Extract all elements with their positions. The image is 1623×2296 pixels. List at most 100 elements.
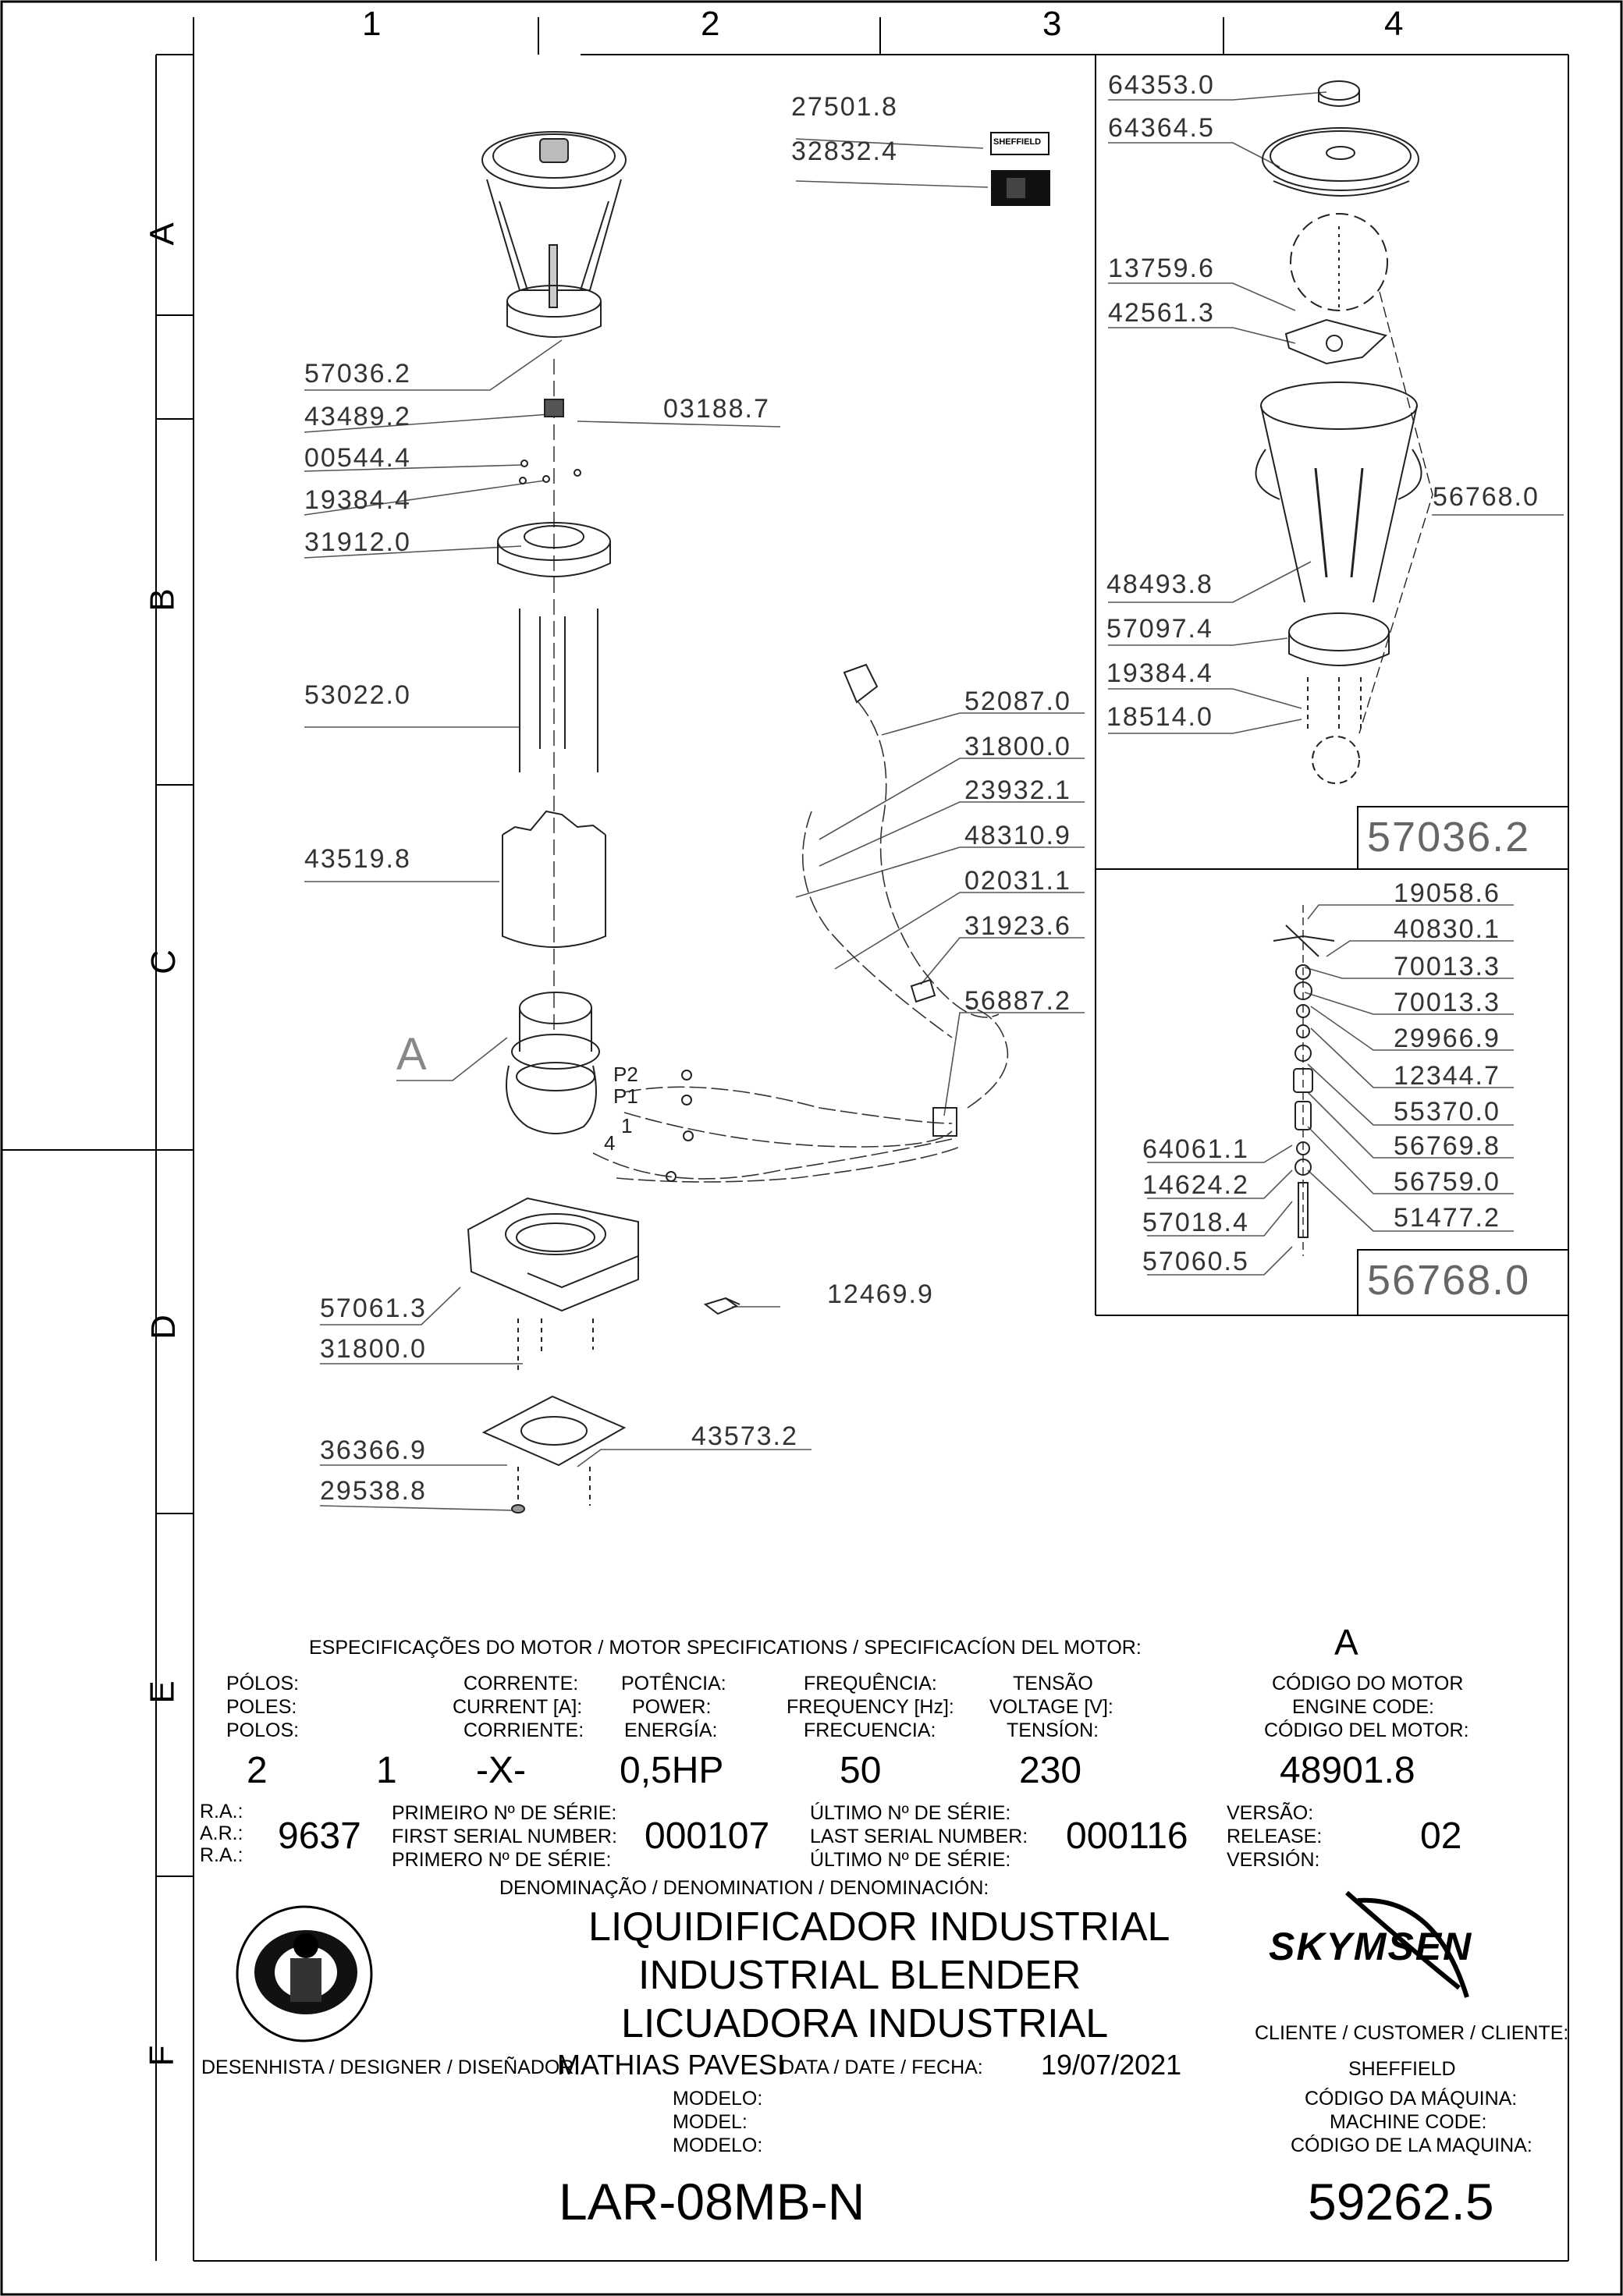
last-serial-value: 000116 bbox=[1066, 1815, 1188, 1857]
part-48493: 48493.8 bbox=[1106, 570, 1213, 599]
part-03188: 03188.7 bbox=[663, 394, 770, 424]
current-extra-value: -X- bbox=[476, 1750, 526, 1791]
version-label-en: RELEASE: bbox=[1227, 1826, 1323, 1847]
power-label-pt: POTÊNCIA: bbox=[621, 1673, 726, 1694]
ra-label-1: R.A.: bbox=[200, 1801, 243, 1822]
part-57061: 57061.3 bbox=[320, 1293, 427, 1323]
part-57036: 57036.2 bbox=[304, 359, 411, 389]
ra-label-3: R.A.: bbox=[200, 1844, 243, 1866]
sheffield-badge-label: SHEFFIELD bbox=[993, 137, 1042, 147]
column-label-2: 2 bbox=[701, 5, 720, 43]
part-56887: 56887.2 bbox=[964, 986, 1071, 1016]
part-53022: 53022.0 bbox=[304, 680, 411, 710]
spec-motor-letter: A bbox=[1334, 1622, 1358, 1663]
first-serial-label-pt: PRIMEIRO Nº DE SÉRIE: bbox=[392, 1802, 617, 1824]
row-label-e: E bbox=[143, 1680, 182, 1704]
part-36366: 36366.9 bbox=[320, 1435, 427, 1465]
machine-code-label-en: MACHINE CODE: bbox=[1330, 2111, 1487, 2133]
machine-code-value: 59262.5 bbox=[1308, 2173, 1494, 2230]
voltage-value: 230 bbox=[1019, 1750, 1082, 1791]
part-12469: 12469.9 bbox=[827, 1279, 934, 1309]
assembly-code-box: 57036.2 bbox=[1367, 814, 1531, 861]
model-label-es: MODELO: bbox=[673, 2135, 763, 2156]
power-label-es: ENERGÍA: bbox=[624, 1719, 718, 1741]
power-value: 0,5HP bbox=[620, 1750, 724, 1791]
part-18514: 18514.0 bbox=[1106, 702, 1213, 732]
wire-1: 1 bbox=[621, 1114, 633, 1137]
row-label-a: A bbox=[143, 222, 182, 246]
frequency-value: 50 bbox=[840, 1750, 882, 1791]
part-02031: 02031.1 bbox=[964, 866, 1071, 896]
part-31800-wire: 31800.0 bbox=[964, 732, 1071, 761]
wire-4: 4 bbox=[604, 1131, 616, 1155]
wire-p1: P1 bbox=[613, 1084, 638, 1108]
part-23932: 23932.1 bbox=[964, 775, 1071, 805]
part-13759: 13759.6 bbox=[1108, 254, 1215, 283]
voltage-label-en: VOLTAGE [V]: bbox=[989, 1696, 1113, 1718]
first-serial-label-es: PRIMERO Nº DE SÉRIE: bbox=[392, 1849, 612, 1871]
date-value: 19/07/2021 bbox=[1041, 2049, 1182, 2081]
spec-title: ESPECIFICAÇÕES DO MOTOR / MOTOR SPECIFIC… bbox=[309, 1637, 1142, 1659]
part-51477: 51477.2 bbox=[1394, 1203, 1500, 1233]
shaft-code-box: 56768.0 bbox=[1367, 1257, 1531, 1304]
part-19384-right: 19384.4 bbox=[1106, 658, 1213, 688]
part-57097: 57097.4 bbox=[1106, 614, 1213, 644]
version-label-es: VERSIÓN: bbox=[1227, 1849, 1320, 1871]
ra-label-2: A.R.: bbox=[200, 1822, 243, 1844]
ra-value: 9637 bbox=[278, 1815, 361, 1857]
part-57018: 57018.4 bbox=[1142, 1208, 1249, 1237]
customer-label: CLIENTE / CUSTOMER / CLIENTE: bbox=[1255, 2022, 1569, 2044]
last-serial-label-en: LAST SERIAL NUMBER: bbox=[810, 1826, 1028, 1847]
denomination-label: DENOMINAÇÃO / DENOMINATION / DENOMINACIÓ… bbox=[499, 1877, 989, 1899]
part-56759: 56759.0 bbox=[1394, 1167, 1500, 1197]
engine-code-label-pt: CÓDIGO DO MOTOR bbox=[1272, 1673, 1464, 1694]
part-43519: 43519.8 bbox=[304, 844, 411, 874]
part-43573: 43573.2 bbox=[691, 1421, 798, 1451]
part-42561: 42561.3 bbox=[1108, 298, 1215, 328]
frequency-label-en: FREQUENCY [Hz]: bbox=[787, 1696, 954, 1718]
part-52087: 52087.0 bbox=[964, 687, 1071, 716]
poles-value: 2 bbox=[247, 1750, 268, 1791]
row-label-d: D bbox=[144, 1315, 183, 1340]
part-56768: 56768.0 bbox=[1433, 482, 1540, 512]
model-value: LAR-08MB-N bbox=[559, 2173, 865, 2230]
version-label-pt: VERSÃO: bbox=[1227, 1802, 1314, 1824]
part-55370: 55370.0 bbox=[1394, 1097, 1500, 1127]
product-name-pt: LIQUIDIFICADOR INDUSTRIAL bbox=[588, 1904, 1170, 1950]
current-label-pt: CORRENTE: bbox=[463, 1673, 579, 1694]
motor-a-label: A bbox=[396, 1029, 427, 1080]
part-48310: 48310.9 bbox=[964, 821, 1071, 850]
brand-logo: SKYMSEN bbox=[1269, 1925, 1473, 1968]
poles-label-pt: PÓLOS: bbox=[226, 1673, 300, 1694]
date-label: DATA / DATE / FECHA: bbox=[780, 2056, 983, 2078]
product-name-es: LICUADORA INDUSTRIAL bbox=[621, 2001, 1109, 2046]
row-label-c: C bbox=[144, 949, 183, 974]
part-14624: 14624.2 bbox=[1142, 1170, 1249, 1200]
frequency-label-es: FRECUENCIA: bbox=[804, 1719, 936, 1741]
current-value: 1 bbox=[376, 1750, 397, 1791]
machine-code-label-es: CÓDIGO DE LA MAQUINA: bbox=[1291, 2135, 1532, 2156]
part-00544: 00544.4 bbox=[304, 443, 411, 473]
part-64061: 64061.1 bbox=[1142, 1134, 1249, 1164]
part-64364: 64364.5 bbox=[1108, 113, 1215, 143]
customer-value: SHEFFIELD bbox=[1348, 2058, 1456, 2080]
part-31923: 31923.6 bbox=[964, 911, 1071, 941]
engine-code-label-es: CÓDIGO DEL MOTOR: bbox=[1264, 1719, 1469, 1741]
current-label-es: CORRIENTE: bbox=[463, 1719, 584, 1741]
column-label-3: 3 bbox=[1042, 5, 1062, 43]
poles-label-en: POLES: bbox=[226, 1696, 297, 1718]
version-value: 02 bbox=[1420, 1815, 1462, 1857]
designer-label: DESENHISTA / DESIGNER / DISEÑADOR: bbox=[201, 2056, 580, 2078]
part-31800-base: 31800.0 bbox=[320, 1334, 427, 1364]
column-label-1: 1 bbox=[362, 5, 382, 43]
model-label-en: MODEL: bbox=[673, 2111, 748, 2133]
poles-label-es: POLOS: bbox=[226, 1719, 300, 1741]
part-29966: 29966.9 bbox=[1394, 1024, 1500, 1053]
voltage-label-es: TENSÍON: bbox=[1007, 1719, 1099, 1741]
part-56769: 56769.8 bbox=[1394, 1131, 1500, 1161]
machine-code-label-pt: CÓDIGO DA MÁQUINA: bbox=[1305, 2088, 1518, 2110]
part-29538: 29538.8 bbox=[320, 1476, 427, 1506]
last-serial-label-es: ÚLTIMO Nº DE SÉRIE: bbox=[810, 1849, 1011, 1871]
engine-code-value: 48901.8 bbox=[1280, 1750, 1415, 1791]
voltage-label-pt: TENSÃO bbox=[1013, 1673, 1093, 1694]
